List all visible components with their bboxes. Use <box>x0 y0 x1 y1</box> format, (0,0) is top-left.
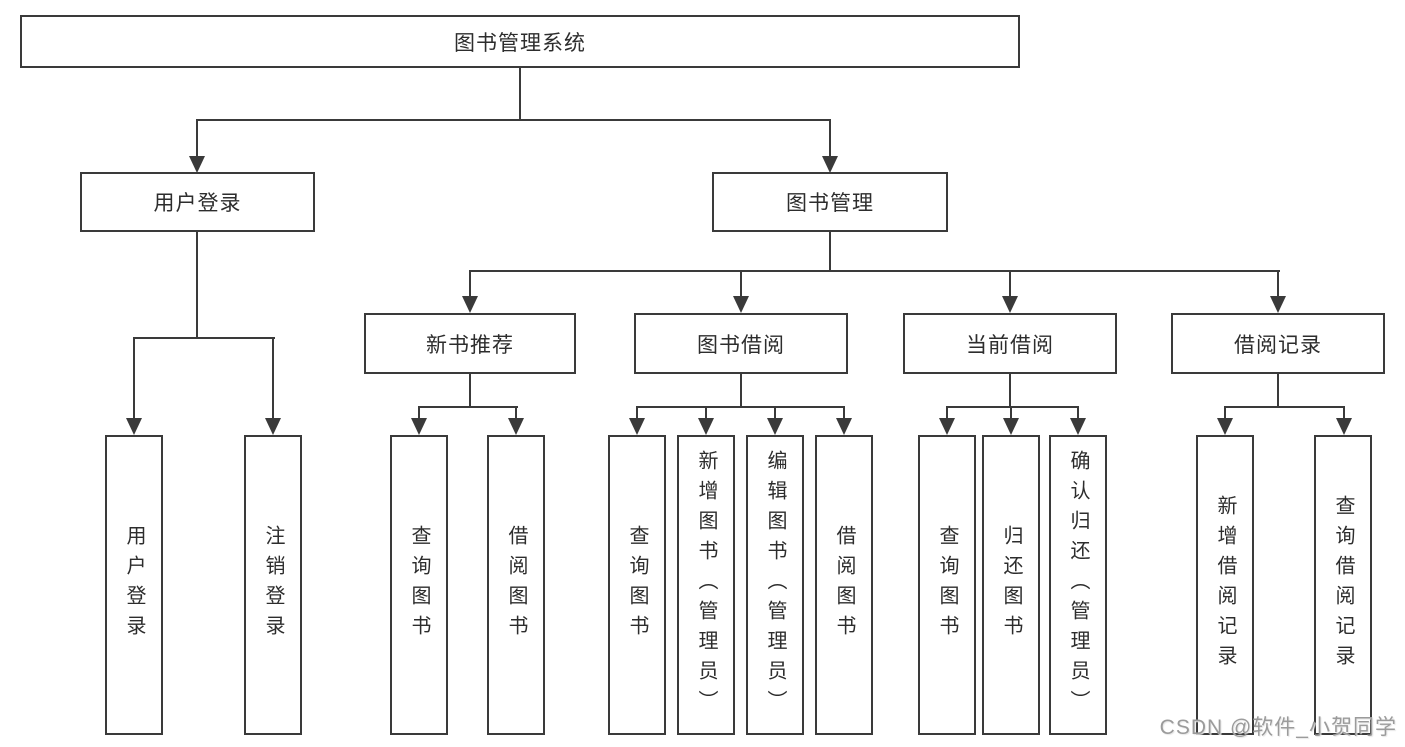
arrowhead-down <box>1003 418 1019 435</box>
node-label: 新书推荐 <box>426 333 514 357</box>
connector-vline <box>418 406 420 419</box>
connector-vline <box>1009 374 1011 408</box>
arrowhead-down <box>189 156 205 173</box>
connector-hline <box>469 270 1280 272</box>
connector-vline <box>196 232 198 339</box>
connector-vline <box>946 406 948 419</box>
node-borrowing-records: 借阅记录 <box>1171 313 1385 374</box>
arrowhead-down <box>1217 418 1233 435</box>
node-library-system: 图书管理系统 <box>20 15 1020 68</box>
arrowhead-down <box>698 418 714 435</box>
leaf-label: 查询图书 <box>626 525 648 645</box>
node-new-book-recommend: 新书推荐 <box>364 313 576 374</box>
connector-vline <box>469 374 471 408</box>
arrowhead-down <box>1270 296 1286 313</box>
leaf-label: 查询借阅记录 <box>1332 495 1354 675</box>
connector-vline <box>196 119 198 158</box>
node-label: 当前借阅 <box>966 333 1054 357</box>
arrowhead-down <box>508 418 524 435</box>
connector-vline <box>1224 406 1226 419</box>
leaf-label: 编辑图书（管理员） <box>764 450 786 720</box>
node-label: 图书管理 <box>786 192 874 215</box>
node-label: 用户登录 <box>153 192 242 215</box>
connector-vline <box>1277 270 1279 297</box>
connector-vline <box>1010 406 1012 419</box>
leaf-label: 注销登录 <box>262 525 284 645</box>
arrowhead-down <box>767 418 783 435</box>
leaf-borrowing-query-books: 查询图书 <box>608 435 666 735</box>
connector-hline <box>196 119 831 121</box>
arrowhead-down <box>1002 296 1018 313</box>
arrowhead-down <box>733 296 749 313</box>
connector-vline <box>829 119 831 158</box>
leaf-label: 新增借阅记录 <box>1214 495 1236 675</box>
arrowhead-down <box>836 418 852 435</box>
leaf-confirm-return-admin: 确认归还（管理员） <box>1049 435 1107 735</box>
connector-vline <box>1009 270 1011 297</box>
leaf-edit-books-admin: 编辑图书（管理员） <box>746 435 804 735</box>
connector-vline <box>1343 406 1345 419</box>
leaf-label: 确认归还（管理员） <box>1067 450 1089 720</box>
connector-vline <box>272 337 274 419</box>
connector-hline <box>946 406 1079 408</box>
connector-hline <box>133 337 275 339</box>
connector-vline <box>519 68 521 121</box>
arrowhead-down <box>411 418 427 435</box>
connector-vline <box>515 406 517 419</box>
node-user-login: 用户登录 <box>80 172 315 232</box>
node-label: 图书管理系统 <box>454 31 586 55</box>
node-current-borrowing: 当前借阅 <box>903 313 1117 374</box>
connector-vline <box>829 232 831 272</box>
arrowhead-down <box>1070 418 1086 435</box>
leaf-add-borrow-record: 新增借阅记录 <box>1196 435 1254 735</box>
leaf-label: 查询图书 <box>408 525 430 645</box>
connector-vline <box>740 374 742 408</box>
connector-vline <box>843 406 845 419</box>
leaf-borrowing-borrow-books: 借阅图书 <box>815 435 873 735</box>
csdn-watermark: CSDN @软件_小贺同学 <box>1159 716 1397 739</box>
leaf-return-books: 归还图书 <box>982 435 1040 735</box>
arrowhead-down <box>462 296 478 313</box>
leaf-label: 新增图书（管理员） <box>695 450 717 720</box>
leaf-label: 归还图书 <box>1000 525 1022 645</box>
leaf-recommend-borrow-books: 借阅图书 <box>487 435 545 735</box>
connector-vline <box>705 406 707 419</box>
leaf-logout: 注销登录 <box>244 435 302 735</box>
arrowhead-down <box>1336 418 1352 435</box>
arrowhead-down <box>629 418 645 435</box>
leaf-label: 借阅图书 <box>505 525 527 645</box>
connector-vline <box>469 270 471 297</box>
leaf-query-borrow-record: 查询借阅记录 <box>1314 435 1372 735</box>
node-label: 借阅记录 <box>1234 333 1322 357</box>
connector-vline <box>1077 406 1079 419</box>
leaf-label: 借阅图书 <box>833 525 855 645</box>
arrowhead-down <box>126 418 142 435</box>
connector-vline <box>636 406 638 419</box>
connector-vline <box>740 270 742 297</box>
arrowhead-down <box>939 418 955 435</box>
connector-vline <box>1277 374 1279 408</box>
node-label: 图书借阅 <box>697 333 785 357</box>
node-book-borrowing: 图书借阅 <box>634 313 848 374</box>
arrowhead-down <box>265 418 281 435</box>
node-book-management: 图书管理 <box>712 172 948 232</box>
leaf-user-login: 用户登录 <box>105 435 163 735</box>
leaf-label: 用户登录 <box>123 525 145 645</box>
arrowhead-down <box>822 156 838 173</box>
leaf-recommend-query-books: 查询图书 <box>390 435 448 735</box>
connector-vline <box>774 406 776 419</box>
connector-hline <box>418 406 518 408</box>
connector-hline <box>1224 406 1345 408</box>
leaf-add-books-admin: 新增图书（管理员） <box>677 435 735 735</box>
connector-hline <box>636 406 845 408</box>
connector-vline <box>133 337 135 419</box>
leaf-current-query-books: 查询图书 <box>918 435 976 735</box>
leaf-label: 查询图书 <box>936 525 958 645</box>
